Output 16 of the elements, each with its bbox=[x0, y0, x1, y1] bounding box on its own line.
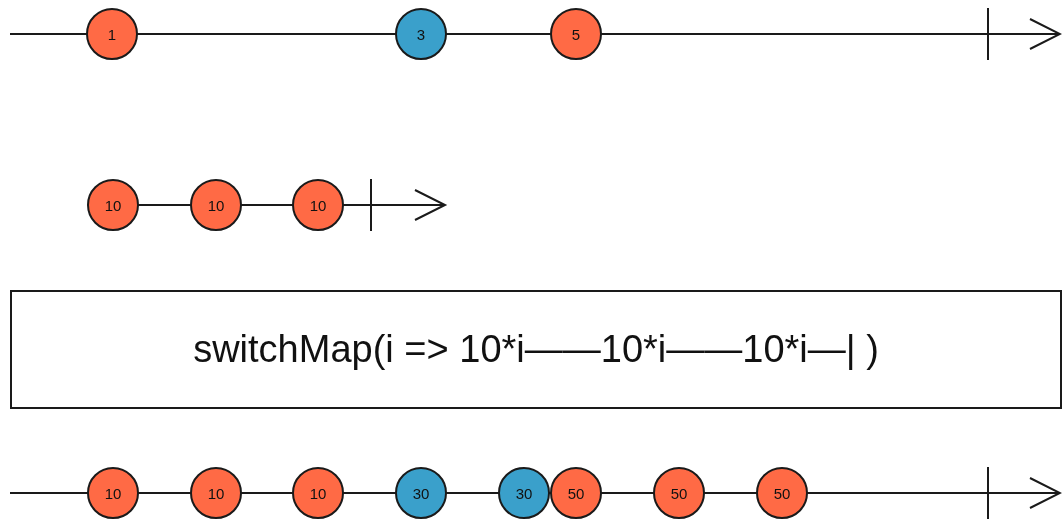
operator-label: switchMap(i => 10*i——10*i——10*i—| ) bbox=[193, 328, 879, 371]
operator-box bbox=[10, 290, 1062, 409]
marble: 50 bbox=[550, 467, 602, 519]
marble: 3 bbox=[395, 8, 447, 60]
marble: 5 bbox=[550, 8, 602, 60]
marble: 50 bbox=[653, 467, 705, 519]
marble: 10 bbox=[292, 179, 344, 231]
marble: 10 bbox=[190, 179, 242, 231]
marble: 30 bbox=[498, 467, 550, 519]
marble: 10 bbox=[87, 179, 139, 231]
marble: 10 bbox=[87, 467, 139, 519]
marble: 30 bbox=[395, 467, 447, 519]
marble: 10 bbox=[190, 467, 242, 519]
marble: 10 bbox=[292, 467, 344, 519]
marble: 1 bbox=[86, 8, 138, 60]
marble: 50 bbox=[756, 467, 808, 519]
